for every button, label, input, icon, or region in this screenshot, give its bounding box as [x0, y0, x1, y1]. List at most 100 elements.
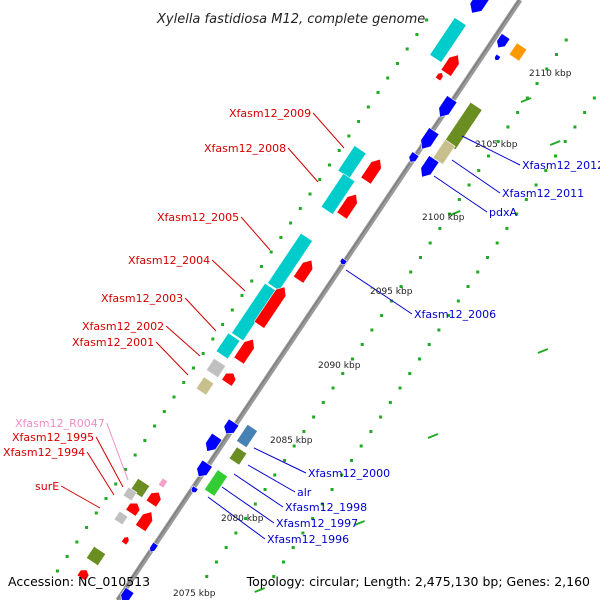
- forward-callout: [312, 112, 345, 149]
- tick-dot: [340, 473, 344, 477]
- tick-dot: [279, 236, 283, 239]
- feature-shape: [339, 257, 348, 265]
- tick-dot: [360, 343, 364, 346]
- forward-label: Xfasm12_R0047: [15, 417, 105, 430]
- scale-label: 2085 kbp: [270, 436, 313, 446]
- tick-dot: [496, 140, 500, 143]
- feature-shape: [496, 32, 511, 49]
- feature-cds: [76, 569, 90, 582]
- forward-label: surE: [35, 480, 59, 493]
- map-title: Xylella fastidiosa M12, complete genome: [156, 12, 425, 27]
- tick-dot: [298, 207, 302, 210]
- feature-shape: [429, 16, 467, 64]
- tick-dot: [104, 497, 108, 500]
- tick-dot: [515, 212, 519, 216]
- tick-dot: [534, 183, 538, 187]
- tick-dot: [486, 154, 490, 158]
- feature-steel: [236, 423, 258, 449]
- feature-cds: [292, 259, 314, 284]
- feature-orange: [508, 42, 528, 62]
- tick-dot: [85, 526, 89, 529]
- feature-grey: [113, 510, 129, 526]
- tick-dot: [495, 241, 499, 245]
- tick-dot: [182, 381, 186, 384]
- feature-reverse: [196, 459, 213, 477]
- forward-label: Xfasm12_2009: [229, 107, 311, 120]
- tick-dot: [143, 439, 147, 442]
- tick-dot: [330, 488, 334, 491]
- reverse-callout: [451, 159, 501, 194]
- feature-reverse: [496, 32, 511, 49]
- tick-dot: [244, 517, 248, 520]
- tick-dot: [447, 314, 451, 317]
- feature-shape: [408, 151, 420, 163]
- tick-dot: [327, 163, 331, 167]
- tick-dot: [425, 18, 429, 22]
- tick-dot: [341, 372, 345, 375]
- tick-dot: [427, 343, 431, 346]
- feature-cds: [440, 54, 460, 77]
- feature-cds: [360, 158, 382, 185]
- forward-label: Xfasm12_2002: [82, 320, 164, 333]
- tick-dot: [114, 482, 118, 486]
- feature-shape: [85, 545, 107, 567]
- forward-label: Xfasm12_2003: [101, 292, 183, 305]
- reverse-label: Xfasm12_2000: [308, 467, 390, 480]
- tick-dot: [240, 294, 244, 297]
- tick-dot: [65, 555, 69, 558]
- tick-dot: [389, 299, 393, 303]
- forward-label: Xfasm12_2005: [157, 211, 239, 224]
- scale-label: 2110 kbp: [529, 69, 572, 79]
- reverse-callout: [253, 447, 307, 474]
- feature-cyan-2010: [429, 16, 467, 64]
- tick-dot: [308, 192, 312, 196]
- reverse-callout: [221, 486, 275, 524]
- tick-dot: [388, 401, 392, 404]
- tick-dot: [153, 424, 157, 428]
- feature-khaki-2001: [195, 376, 215, 396]
- tick-dot: [370, 328, 374, 332]
- forward-label: Xfasm12_1994: [3, 446, 85, 459]
- feature-cds: [145, 491, 162, 508]
- feature-shape: [149, 541, 159, 553]
- tick-dot: [359, 444, 363, 448]
- tick-dot: [282, 459, 286, 462]
- tick-dot: [448, 212, 452, 216]
- tick-dot: [408, 372, 412, 375]
- feature-shape: [113, 510, 129, 526]
- feature-shape: [336, 193, 358, 220]
- feature-shape: [221, 372, 237, 387]
- tick-dot: [564, 38, 568, 42]
- feature-reverse: [205, 432, 223, 452]
- feature-khaki: [432, 139, 456, 165]
- feature-shape: [253, 286, 287, 329]
- scale-tick: [354, 520, 365, 526]
- topology-text: Topology: circular; Length: 2,475,130 bp…: [246, 574, 590, 589]
- forward-callout: [155, 341, 189, 376]
- scale-tick: [427, 433, 439, 439]
- tick-dot: [172, 395, 176, 399]
- feature-shape: [440, 54, 460, 77]
- feature-shape: [205, 432, 223, 452]
- tick-dot: [405, 47, 409, 51]
- scale-label: 2095 kbp: [370, 287, 413, 297]
- tick-dot: [320, 502, 324, 506]
- tick-dot: [337, 149, 341, 152]
- tick-dot: [302, 430, 306, 433]
- tick-dot: [380, 314, 384, 317]
- tick-dot: [55, 569, 59, 573]
- feature-cds: [125, 502, 141, 517]
- tick-dot: [162, 410, 166, 413]
- feature-reverse: [120, 586, 135, 600]
- tick-dot: [94, 511, 98, 515]
- feature-cds-small: [434, 72, 444, 82]
- feature-shape: [438, 95, 458, 118]
- feature-arrows: [76, 0, 528, 600]
- forward-callout: [211, 259, 246, 292]
- tick-dot: [349, 459, 353, 462]
- feature-reverse: [438, 95, 458, 118]
- tick-dot: [369, 430, 373, 433]
- tick-dot: [291, 546, 295, 549]
- reverse-callout: [207, 496, 266, 540]
- tick-marks: [55, 18, 596, 593]
